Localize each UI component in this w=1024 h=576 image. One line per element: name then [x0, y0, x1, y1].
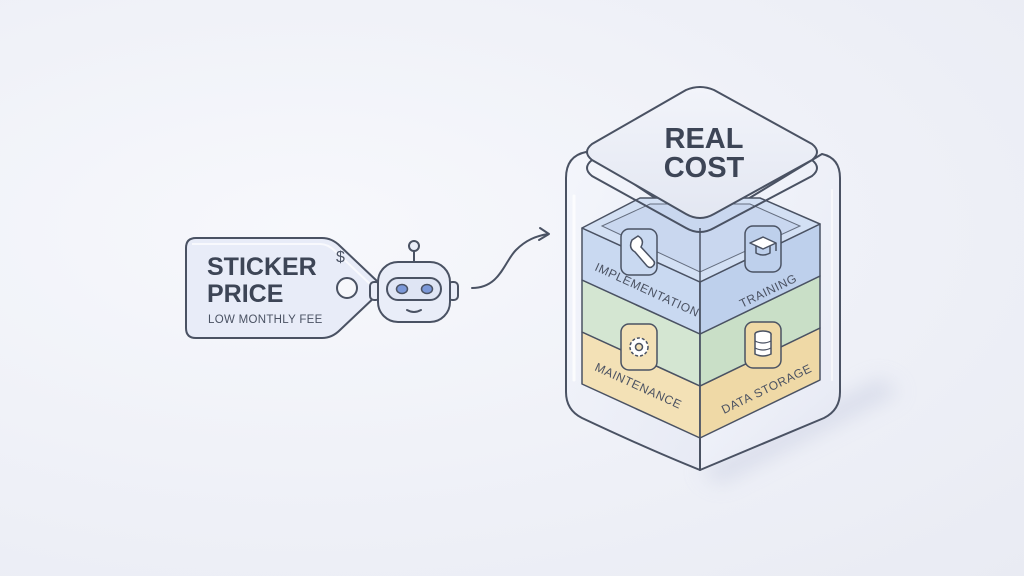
database-icon: [744, 321, 782, 369]
tag-title-line2: PRICE: [207, 280, 283, 308]
tag-subtitle: LOW MONTHLY FEE: [208, 314, 323, 326]
robot-smile: [406, 309, 422, 313]
price-tag-body: [185, 237, 382, 339]
robot-visor: [386, 277, 442, 301]
dollar-icon: $: [336, 249, 345, 266]
price-tag-hole: [336, 277, 358, 299]
gear-icon: [620, 323, 658, 371]
cube-title-line1: REAL: [665, 123, 744, 155]
price-tag: $ STICKER PRICE LOW MONTHLY FEE: [185, 237, 382, 339]
robot-eye-right: [420, 283, 434, 295]
graduation-cap-icon: [744, 225, 782, 273]
tag-title-line1: STICKER: [207, 253, 317, 281]
robot-antenna: [408, 240, 420, 252]
cube-lid: [586, 86, 818, 219]
robot-eye-left: [395, 283, 409, 295]
wrench-icon: [620, 228, 658, 276]
real-cost-cube: REAL COST IMPLEMENTATION TR: [565, 86, 900, 484]
cube-title-line2: COST: [664, 152, 745, 184]
arrow-icon: [471, 227, 550, 289]
robot-icon: [369, 240, 459, 323]
